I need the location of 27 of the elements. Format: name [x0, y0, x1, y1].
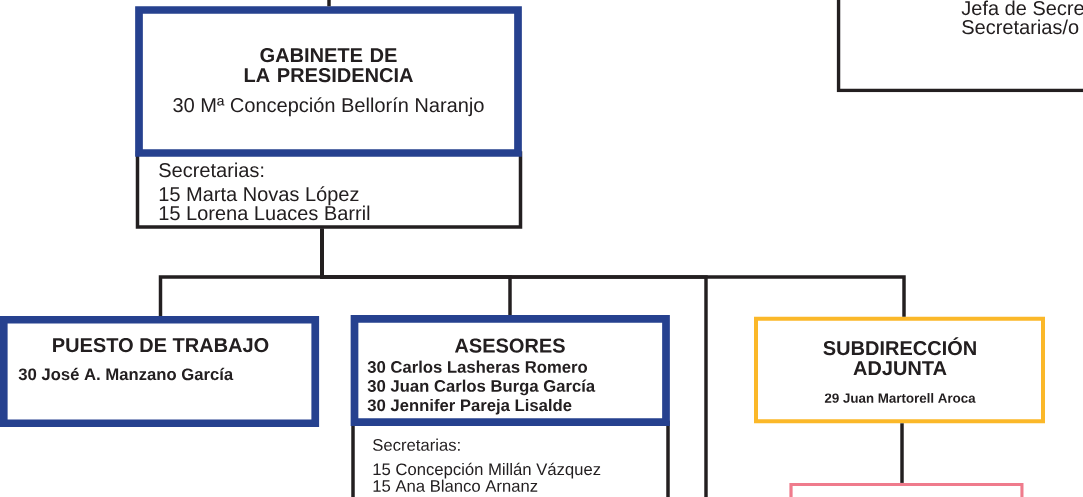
list-heading: Secretarias: — [159, 162, 264, 178]
connector-line — [327, 0, 331, 7]
list-heading: Secretarias: — [373, 438, 460, 451]
person-name: 30 Juan Carlos Burga García — [367, 379, 596, 396]
role-text: Secretarias/o — [962, 19, 1079, 35]
box-heading: SUBDIRECCIÓN ADJUNTA — [823, 337, 976, 376]
connector-line — [900, 423, 904, 483]
person-name: 15 Concepción Millán Vázquez — [373, 462, 601, 479]
org-box — [789, 482, 1024, 497]
person-name: 30 José A. Manzano García — [18, 367, 234, 381]
person-name: 30 Mª Concepción Bellorín Naranjo — [173, 97, 484, 117]
person-name: 15 Marta Novas López — [159, 186, 359, 206]
role-text: Jefa de Secre — [961, 0, 1083, 16]
org-box — [0, 315, 320, 428]
person-name: 30 Jennifer Pareja Lisalde — [367, 398, 572, 415]
org-box — [350, 314, 670, 427]
connector-line — [320, 228, 906, 317]
box-heading: GABINETE DE LA PRESIDENCIA — [244, 48, 413, 83]
org-box — [754, 316, 1045, 424]
person-name: 29 Juan Martorell Aroca — [824, 393, 976, 403]
person-name: 30 Carlos Lasheras Romero — [367, 360, 588, 373]
box-heading: ASESORES — [454, 338, 565, 353]
person-name: 15 Lorena Luaces Barril — [159, 205, 370, 221]
org-box — [135, 6, 522, 157]
box-heading: PUESTO DE TRABAJO — [53, 338, 269, 353]
person-name: 15 Ana Blanco Arnanz — [373, 479, 538, 492]
org-box — [836, 0, 1083, 93]
